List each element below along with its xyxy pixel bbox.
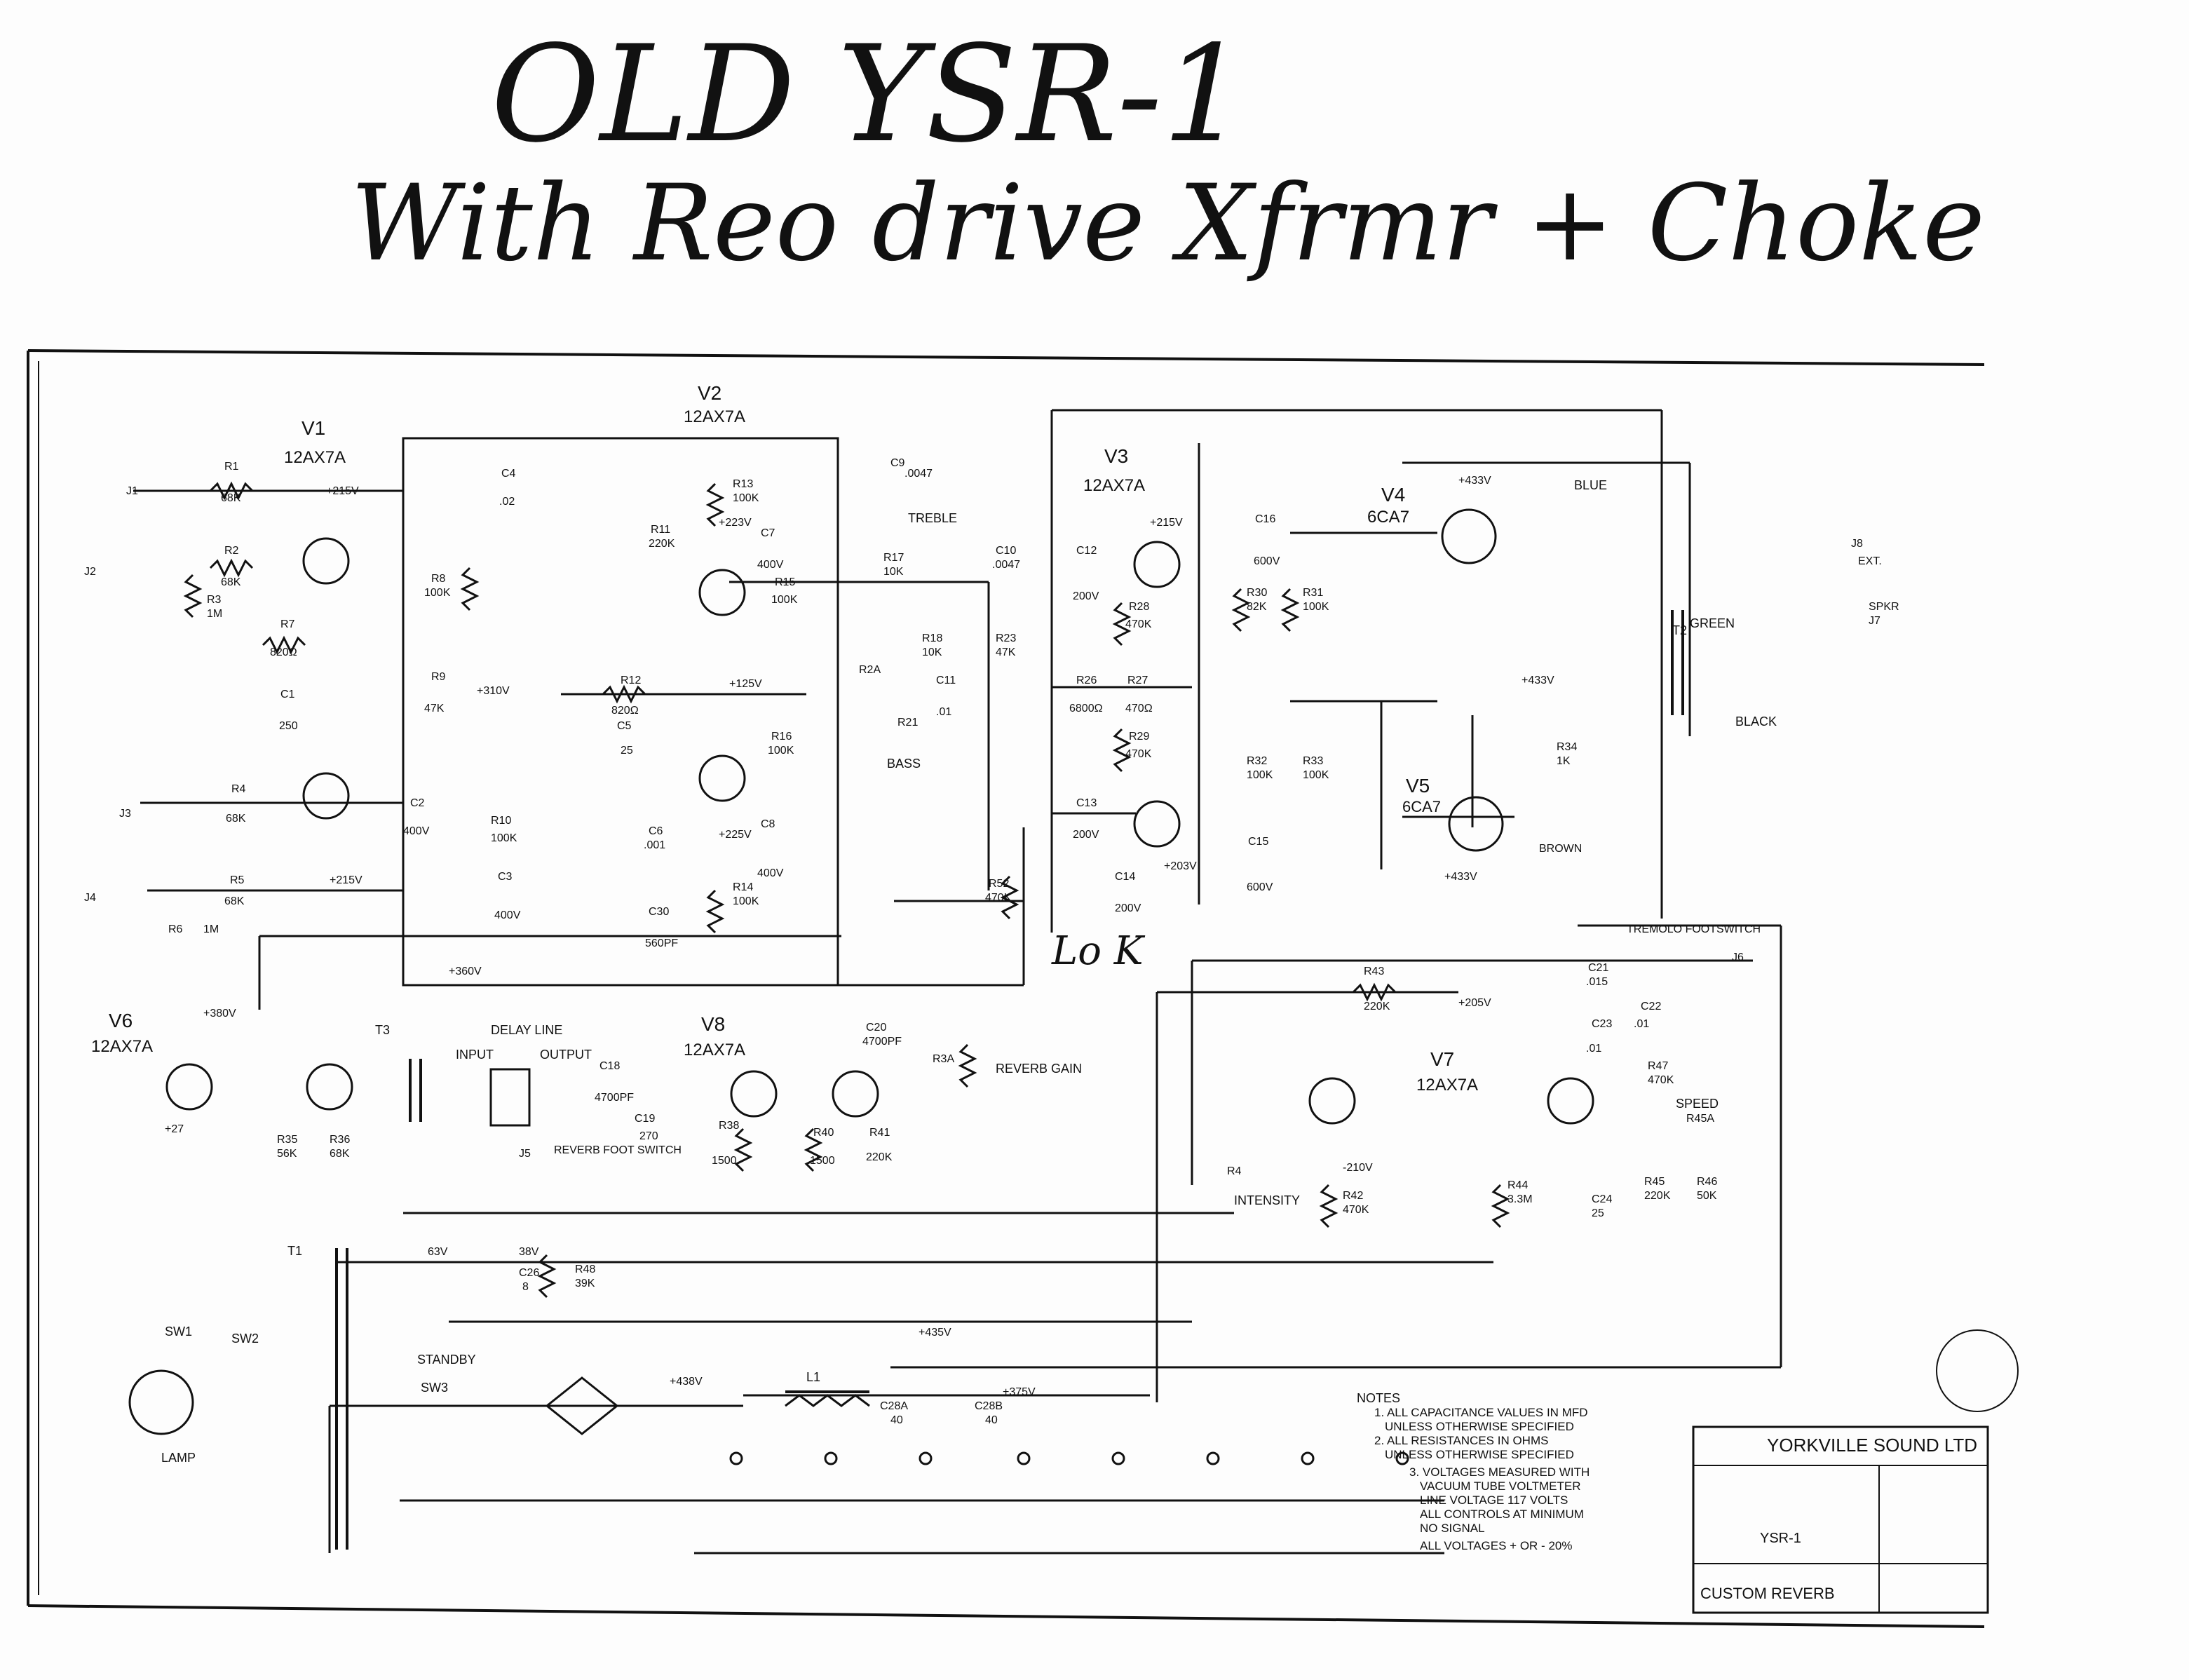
tube-v3a — [1133, 541, 1181, 588]
tube-symbols — [128, 508, 1594, 1435]
tube-v7b — [1547, 1077, 1594, 1125]
tube-v2a — [698, 569, 746, 616]
tube-v5 — [1448, 796, 1504, 852]
tube-v1a — [302, 537, 350, 585]
tube-v4 — [1441, 508, 1497, 564]
approval-stamp — [1936, 1329, 2019, 1412]
resistor-symbols — [183, 481, 1510, 1299]
tube-v3b — [1133, 800, 1181, 848]
tube-v6b — [306, 1063, 353, 1111]
drawing-border — [27, 349, 1985, 1628]
tube-v1b — [302, 772, 350, 820]
tube-v8b — [832, 1070, 879, 1118]
tube-v8a — [730, 1070, 778, 1118]
tube-v7a — [1308, 1077, 1356, 1125]
transformer-symbols — [335, 610, 1684, 1550]
wiring — [133, 409, 1782, 1554]
tube-v6a — [165, 1063, 213, 1111]
title-block-frame — [1692, 1425, 1989, 1614]
standby-lamp — [128, 1369, 194, 1435]
tube-v2b — [698, 754, 746, 802]
handwritten-title-line2: With Reo drive Xfrmr + Choke — [351, 163, 1985, 285]
handwritten-title-line1: OLD YSR-1 — [491, 17, 1247, 172]
heater-chain — [729, 1451, 1409, 1465]
